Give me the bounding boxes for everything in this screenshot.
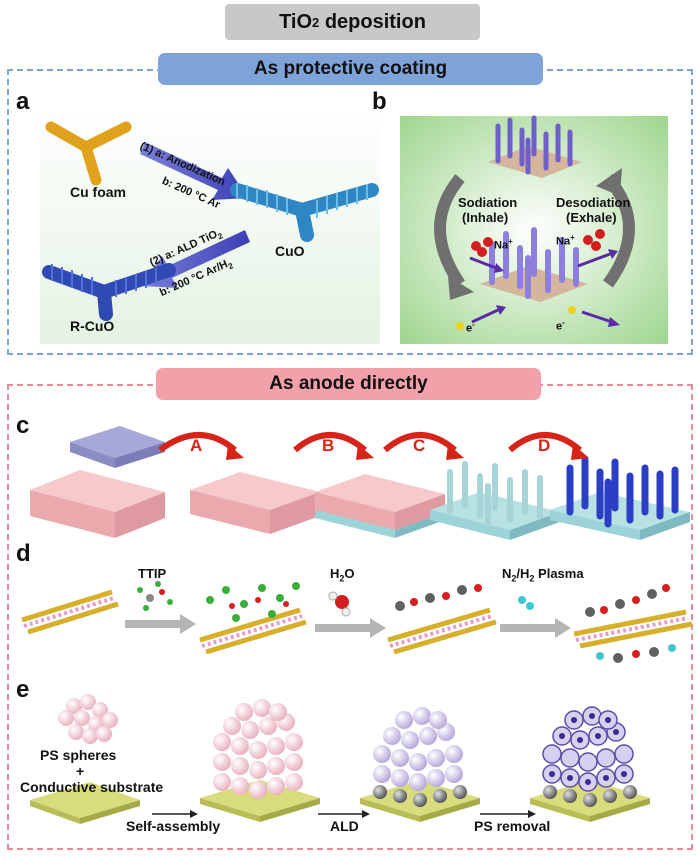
electron-right: e-	[556, 318, 565, 333]
ps-spheres-label: PS spheres	[40, 747, 117, 763]
panel-d-label: d	[16, 540, 31, 567]
inhale-label: (Inhale)	[462, 210, 509, 225]
ps-removal-label: PS removal	[474, 818, 551, 834]
panel-e-label: e	[16, 676, 30, 703]
panel-d-process	[21, 581, 693, 663]
panel-e-process	[30, 694, 650, 824]
cuo-label: CuO	[275, 243, 305, 259]
panel-c-label: c	[16, 412, 30, 439]
desodiation-label: Desodiation	[556, 195, 631, 210]
rcuo-nanowire-foam	[42, 263, 176, 321]
exhale-label: (Exhale)	[566, 210, 617, 225]
panel-c-process	[30, 426, 690, 540]
na-ion-left: Na+	[494, 237, 513, 252]
step-a-label: A	[190, 436, 203, 455]
cu-foam-label: Cu foam	[70, 184, 126, 200]
section-title-anode-directly: As anode directly	[156, 368, 541, 400]
self-assembly-label: Self-assembly	[126, 818, 221, 834]
ttip-label: TTIP	[138, 566, 167, 581]
panel-a-label: a	[16, 88, 30, 115]
electron-left: e-	[466, 320, 475, 335]
h2o-label: H2O	[330, 566, 355, 584]
cu-foam-shape	[45, 121, 132, 186]
cuo-nanowire-foam	[230, 183, 379, 242]
sodiation-label: Sodiation	[458, 195, 518, 210]
ald-label: ALD	[330, 818, 359, 834]
anodization-arrow	[140, 142, 248, 200]
plasma-label: N2/H2 Plasma	[502, 566, 584, 584]
panel-b-label: b	[372, 88, 387, 115]
plus-label: +	[76, 763, 85, 779]
na-ion-right: Na+	[556, 233, 575, 248]
panel-b-background	[400, 115, 668, 344]
step-b-label: B	[322, 436, 335, 455]
step-d-label: D	[538, 436, 551, 455]
section-title-protective-coating: As protective coating	[158, 53, 543, 85]
step-c-label: C	[413, 436, 426, 455]
conductive-substrate-label: Conductive substrate	[20, 779, 164, 795]
rcuo-label: R-CuO	[70, 318, 115, 334]
